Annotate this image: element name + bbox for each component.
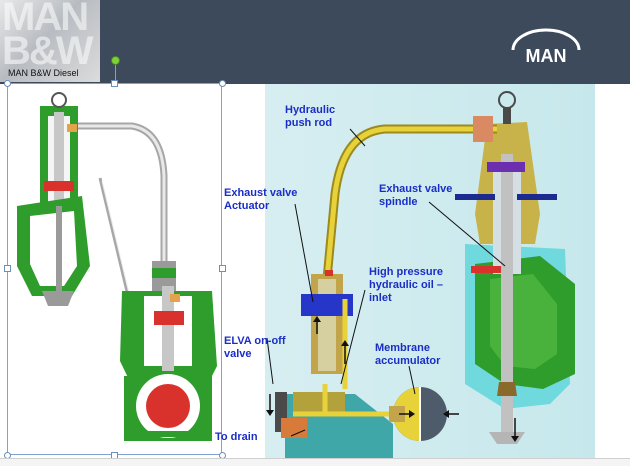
resize-handle-left[interactable]: [4, 265, 11, 272]
lifting-eye: [51, 92, 67, 108]
exhaust-valve-spindle: [501, 154, 513, 434]
label-high-pressure-oil-inlet: High pressure hydraulic oil – inlet: [369, 266, 443, 304]
selection-frame[interactable]: [7, 83, 222, 455]
brand-label: MAN B&W Diesel: [8, 68, 79, 78]
hydraulic-push-rod: [324, 126, 497, 280]
elva-system-diagram[interactable]: [265, 84, 595, 458]
label-exhaust-valve-actuator: Exhaust valve Actuator: [224, 187, 298, 212]
camshaft-circle: [146, 384, 190, 428]
label-to-drain: To drain: [215, 431, 258, 443]
slide-footer: [0, 458, 630, 466]
label-membrane-accumulator: Membrane accumulator: [375, 342, 441, 367]
man-logo: MAN: [511, 28, 581, 66]
label-hydraulic-push-rod: Hydraulic push rod: [285, 104, 336, 129]
label-exhaust-valve-spindle: Exhaust valve spindle: [379, 183, 453, 208]
resize-handle-top[interactable]: [111, 80, 118, 87]
engine-cross-section-drawing[interactable]: [12, 86, 220, 454]
rotation-handle[interactable]: [111, 56, 120, 65]
label-elva-on-off-valve: ELVA on-off valve: [224, 335, 286, 360]
resize-handle-right[interactable]: [219, 265, 226, 272]
spindle-lifting-eye: [498, 91, 516, 109]
resize-handle-top-left[interactable]: [4, 80, 11, 87]
rotation-stem: [115, 65, 116, 83]
logo-text: MAN: [526, 46, 567, 66]
resize-handle-top-right[interactable]: [219, 80, 226, 87]
